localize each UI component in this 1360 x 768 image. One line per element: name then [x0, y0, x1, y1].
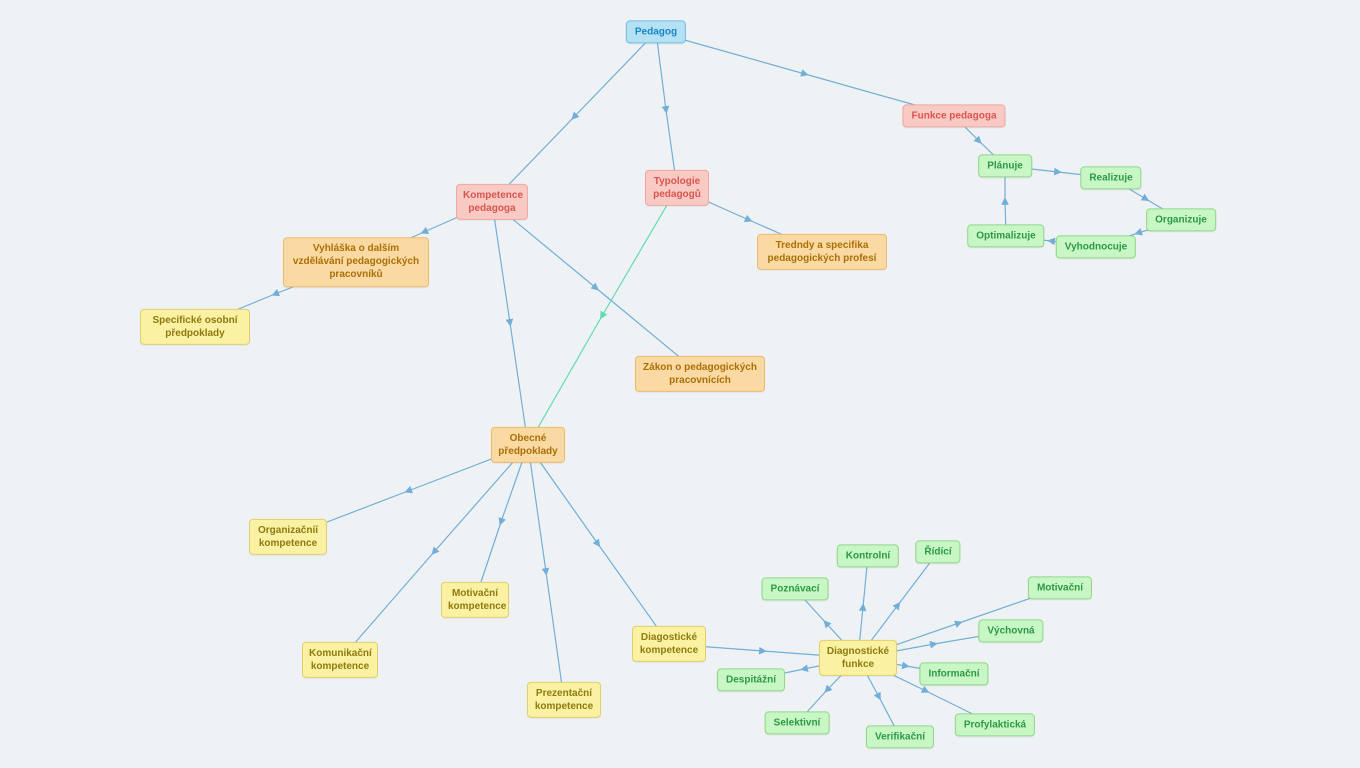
- node-trendy[interactable]: Tredndy a specifika pedagogických profes…: [757, 233, 887, 271]
- node-organizacni[interactable]: Organizačníí kompetence: [249, 518, 327, 556]
- edge-optimalizuje-planuje: [1001, 166, 1009, 237]
- node-funkce-pedagoga[interactable]: Funkce pedagoga: [902, 104, 1006, 128]
- node-vyhodnocuje[interactable]: Vyhodnocuje: [1055, 235, 1137, 259]
- node-ridici[interactable]: Řídící: [915, 540, 961, 564]
- node-typologie[interactable]: Typologie pedagogů: [645, 169, 709, 207]
- edge-obecne-diagosticke: [527, 444, 670, 645]
- edge-obecne-komunikacni: [339, 444, 529, 661]
- node-obecne[interactable]: Obecné předpoklady: [491, 426, 565, 464]
- node-profylakticka[interactable]: Profylaktická: [954, 713, 1036, 737]
- node-prezentacni[interactable]: Prezentační kompetence: [527, 681, 601, 719]
- node-optimalizuje[interactable]: Optimalizuje: [967, 224, 1045, 248]
- node-realizuje[interactable]: Realizuje: [1080, 166, 1142, 190]
- node-informacni[interactable]: Informační: [919, 662, 989, 686]
- edge-obecne-prezentacni: [527, 444, 565, 701]
- edge-pedagog-typologie: [655, 31, 678, 189]
- edge-kompetence-zakon: [491, 201, 701, 375]
- edge-pedagog-kompetence: [491, 31, 657, 203]
- node-kontrolni[interactable]: Kontrolní: [836, 544, 900, 568]
- node-motivacni-funkce[interactable]: Motivační: [1027, 576, 1093, 600]
- node-motivacni-kompetence[interactable]: Motivační kompetence: [441, 581, 509, 619]
- node-kompetence[interactable]: Kompetence pedagoga: [456, 183, 528, 221]
- node-organizuje[interactable]: Organizuje: [1146, 208, 1216, 232]
- node-diagosticke[interactable]: Diagostické kompetence: [632, 625, 706, 663]
- node-zakon[interactable]: Zákon o pedagogických pracovnících: [635, 355, 765, 393]
- node-planuje[interactable]: Plánuje: [978, 154, 1032, 178]
- edge-obecne-organizacni: [287, 444, 529, 538]
- node-poznavaci[interactable]: Poznávací: [761, 577, 829, 601]
- edge-kompetence-obecne: [491, 201, 529, 446]
- node-specificke[interactable]: Specifické osobní předpoklady: [140, 308, 250, 346]
- node-komunikacni[interactable]: Komunikační kompetence: [302, 641, 378, 679]
- node-despitazni[interactable]: Despitážní: [716, 668, 786, 692]
- node-diagnosticke-funkce[interactable]: Diagnostické funkce: [819, 639, 897, 677]
- edge-obecne-motivacni: [474, 444, 529, 601]
- node-selektivni[interactable]: Selektivní: [764, 711, 830, 735]
- edge-typologie-obecne: [527, 187, 678, 446]
- node-vyhlaska[interactable]: Vyhláška o dalším vzdělávání pedagogický…: [283, 237, 429, 287]
- node-pedagog[interactable]: Pedagog: [625, 20, 687, 44]
- edge-pedagog-funkce: [655, 31, 955, 117]
- node-vychovna[interactable]: Výchovná: [978, 619, 1044, 643]
- node-verifikacni[interactable]: Verifikační: [865, 725, 935, 749]
